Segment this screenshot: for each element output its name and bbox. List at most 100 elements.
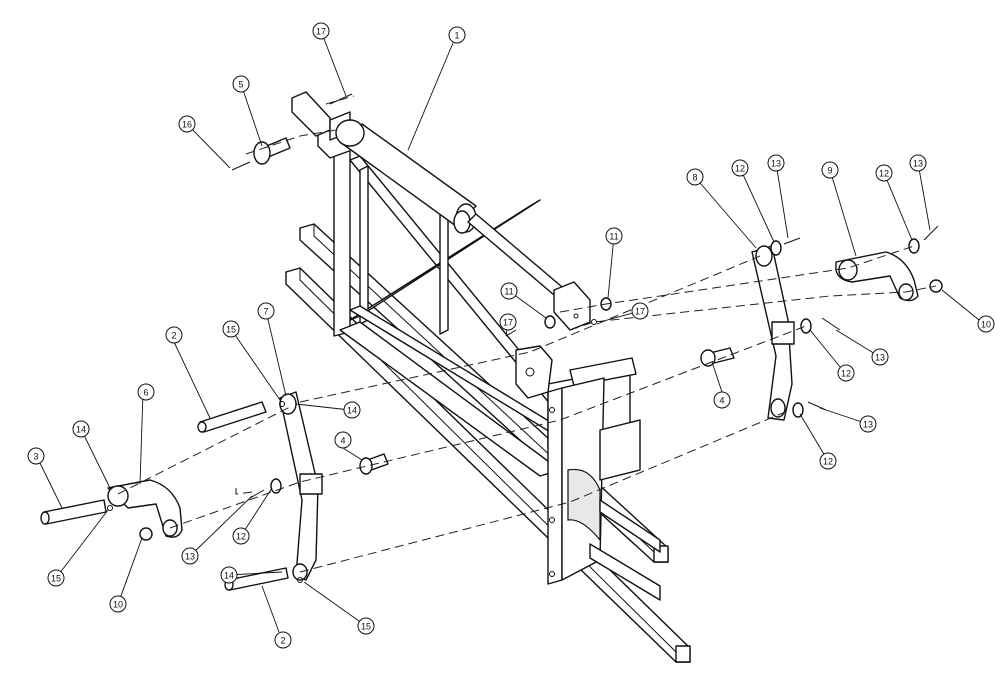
- callout-number: 14: [76, 425, 86, 435]
- callout-2: 2: [165, 326, 183, 344]
- callout-14: 14: [72, 420, 90, 438]
- callout-number: 13: [913, 159, 923, 169]
- callout-10: 10: [977, 315, 995, 333]
- left-link-plate: [279, 391, 323, 581]
- callout-14: 14: [343, 401, 361, 419]
- callout-balloon: [731, 159, 749, 177]
- callout-balloon: [357, 617, 375, 635]
- callout-number: 4: [719, 396, 724, 406]
- callout-13: 13: [181, 547, 199, 565]
- right-link-plate: [751, 245, 795, 421]
- callout-number: 7: [263, 307, 268, 317]
- callout-balloon: [871, 348, 889, 366]
- callout-balloon: [72, 420, 90, 438]
- callout-balloon: [909, 154, 927, 172]
- callout-number: 13: [771, 159, 781, 169]
- callout-9: 9: [821, 161, 839, 179]
- callout-balloon: [109, 595, 127, 613]
- callout-balloon: [605, 227, 623, 245]
- small-parts: [40, 93, 943, 591]
- callout-number: 8: [692, 173, 697, 183]
- callout-balloon: [232, 527, 250, 545]
- callout-12: 12: [837, 364, 855, 382]
- callout-10: 10: [109, 595, 127, 613]
- callout-12: 12: [232, 527, 250, 545]
- callout-12: 12: [731, 159, 749, 177]
- callout-number: 15: [51, 574, 61, 584]
- callout-number: 14: [224, 571, 234, 581]
- main-frame: [285, 91, 691, 663]
- callout-balloon: [343, 401, 361, 419]
- callout-7: 7: [257, 302, 275, 320]
- callout-balloon: [257, 302, 275, 320]
- callout-12: 12: [819, 452, 837, 470]
- callout-15: 15: [47, 569, 65, 587]
- callout-17: 17: [631, 302, 649, 320]
- callout-1: 1: [448, 26, 466, 44]
- callout-number: 16: [182, 120, 192, 130]
- callout-number: 13: [875, 353, 885, 363]
- callout-balloon: [837, 364, 855, 382]
- callout-number: 9: [827, 166, 832, 176]
- callout-number: 10: [113, 600, 123, 610]
- callout-balloon: [137, 383, 155, 401]
- callout-4: 4: [713, 391, 731, 409]
- callout-2: 2: [274, 631, 292, 649]
- callout-number: 11: [504, 287, 513, 297]
- callout-number: 5: [238, 80, 243, 90]
- callout-leaders: [39, 30, 985, 633]
- callout-balloon: [977, 315, 995, 333]
- callout-balloon: [713, 391, 731, 409]
- callout-number: 11: [609, 232, 618, 242]
- callout-balloon: [47, 569, 65, 587]
- callout-number: 12: [823, 457, 833, 467]
- callout-balloon: [165, 326, 183, 344]
- callout-number: 17: [503, 318, 513, 328]
- callout-12: 12: [875, 164, 893, 182]
- callout-11: 11: [605, 227, 623, 245]
- callout-balloon: [859, 415, 877, 433]
- callout-balloon: [178, 115, 196, 133]
- callout-number: 15: [361, 622, 371, 632]
- callout-number: 2: [171, 331, 176, 341]
- callout-15: 15: [357, 617, 375, 635]
- callout-number: 6: [143, 388, 148, 398]
- callout-15: 15: [222, 320, 240, 338]
- callout-number: 12: [879, 169, 889, 179]
- callout-number: 14: [347, 406, 357, 416]
- callout-balloon: [499, 313, 517, 331]
- callout-13: 13: [909, 154, 927, 172]
- callout-17: 17: [499, 313, 517, 331]
- callout-balloon: [312, 22, 330, 40]
- callout-balloon: [334, 431, 352, 449]
- callout-8: 8: [686, 168, 704, 186]
- callout-number: 3: [33, 452, 38, 462]
- callout-number: 17: [316, 27, 326, 37]
- callout-3: 3: [27, 447, 45, 465]
- callout-5: 5: [232, 75, 250, 93]
- callout-13: 13: [871, 348, 889, 366]
- left-arm: [107, 479, 183, 538]
- callout-16: 16: [178, 115, 196, 133]
- callout-4: 4: [334, 431, 352, 449]
- callout-balloon: [448, 26, 466, 44]
- callout-balloon: [875, 164, 893, 182]
- callout-balloon: [220, 566, 238, 584]
- callout-number: 4: [340, 436, 345, 446]
- callout-number: 1: [454, 31, 459, 41]
- callout-balloon: [27, 447, 45, 465]
- callout-balloon: [181, 547, 199, 565]
- callout-6: 6: [137, 383, 155, 401]
- callout-11: 11: [500, 282, 518, 300]
- callout-14: 14: [220, 566, 238, 584]
- callout-balloon: [631, 302, 649, 320]
- callout-number: 17: [635, 307, 645, 317]
- callout-number: 13: [185, 552, 195, 562]
- callout-number: 15: [226, 325, 236, 335]
- callout-balloon: [821, 161, 839, 179]
- callout-number: 13: [863, 420, 873, 430]
- callout-number: 12: [236, 532, 246, 542]
